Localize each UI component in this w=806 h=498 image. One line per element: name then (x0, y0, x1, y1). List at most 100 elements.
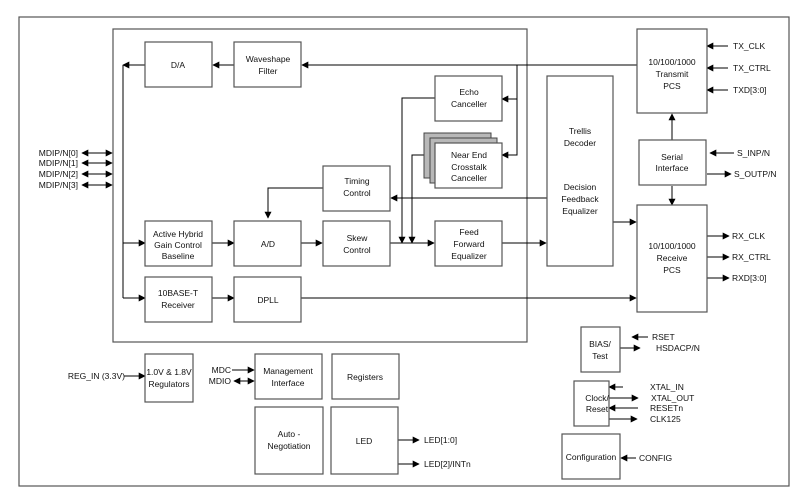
ffe-label-3: Equalizer (451, 251, 487, 261)
block-10base-t[interactable]: 10BASE-T Receiver (144, 276, 213, 323)
autoneg-label-2: Negotiation (267, 441, 310, 451)
block-management-interface[interactable]: Management Interface (254, 353, 323, 400)
tenbase-label-1: 10BASE-T (158, 288, 198, 298)
chip-outline (18, 16, 790, 487)
signal-config: CONFIG (639, 453, 672, 463)
signal-mdi2: MDIP/N[2] (39, 169, 78, 179)
signal-s-inp: S_INP/N (737, 148, 770, 158)
signal-mdc: MDC (212, 365, 231, 375)
tx-pcs-label-2: Transmit (656, 69, 689, 79)
rx-pcs-label-1: 10/100/1000 (648, 241, 696, 251)
signal-tx-clk: TX_CLK (733, 41, 765, 51)
waveshape-label-1: Waveshape (246, 54, 291, 64)
ffe-label-2: Forward (453, 239, 484, 249)
block-waveshape-filter[interactable]: Waveshape Filter (233, 41, 302, 88)
rx-pcs-label-3: PCS (663, 265, 681, 275)
config-label: Configuration (566, 452, 617, 462)
mgmt-label-1: Management (263, 366, 313, 376)
autoneg-label-1: Auto - (278, 429, 301, 439)
signal-xtal-out: XTAL_OUT (651, 393, 694, 403)
signal-rset: RSET (652, 332, 675, 342)
next-label-1: Near End (451, 150, 487, 160)
block-da[interactable]: D/A (144, 41, 213, 88)
signal-txd: TXD[3:0] (733, 85, 767, 95)
registers-label: Registers (347, 372, 383, 382)
signal-reg-in: REG_IN (3.3V) (68, 371, 125, 381)
block-regulators[interactable]: 1.0V & 1.8V Regulators (144, 353, 194, 403)
mgmt-label-2: Interface (271, 378, 304, 388)
skew-label-1: Skew (347, 233, 369, 243)
clock-label-2: Reset (586, 404, 609, 414)
rx-pcs-label-2: Receive (657, 253, 688, 263)
block-timing-control[interactable]: Timing Control (322, 165, 391, 212)
next-label-2: Crosstalk (451, 162, 487, 172)
clock-label-1: Clock/ (585, 393, 609, 403)
signal-resetn: RESETn (650, 403, 683, 413)
signal-led2-intn: LED[2]/INTn (424, 459, 471, 469)
signal-hsdacp: HSDACP/N (656, 343, 700, 353)
signal-tx-ctrl: TX_CTRL (733, 63, 771, 73)
block-next-canceller[interactable]: Near End Crosstalk Canceller (423, 132, 503, 189)
regulators-label-2: Regulators (148, 379, 189, 389)
signal-rxd: RXD[3:0] (732, 273, 767, 283)
bias-label-2: Test (592, 351, 608, 361)
block-clock-reset[interactable]: Clock/ Reset (573, 380, 610, 427)
block-dpll[interactable]: DPLL (233, 276, 302, 323)
tx-pcs-label-1: 10/100/1000 (648, 57, 696, 67)
next-label-3: Canceller (451, 173, 487, 183)
echo-label-2: Canceller (451, 99, 487, 109)
block-led[interactable]: LED (330, 406, 399, 475)
block-active-hybrid[interactable]: Active Hybrid Gain Control Baseline (144, 220, 213, 267)
dpll-label: DPLL (257, 295, 279, 305)
skew-label-2: Control (343, 245, 371, 255)
serial-label-2: Interface (655, 163, 688, 173)
timing-label-2: Control (343, 188, 371, 198)
ffe-label-1: Feed (459, 227, 479, 237)
led-label: LED (356, 436, 373, 446)
trellis-label-6: Equalizer (562, 206, 598, 216)
ad-label: A/D (261, 239, 275, 249)
echo-label-1: Echo (459, 87, 479, 97)
block-ad[interactable]: A/D (233, 220, 302, 267)
signal-xtal-in: XTAL_IN (650, 382, 684, 392)
signal-mdio: MDIO (209, 376, 232, 386)
block-bias-test[interactable]: BIAS/ Test (580, 326, 621, 373)
block-rx-pcs[interactable]: 10/100/1000 Receive PCS (636, 204, 708, 313)
signal-clk125: CLK125 (650, 414, 681, 424)
block-serial-interface[interactable]: Serial Interface (638, 139, 707, 186)
serial-label-1: Serial (661, 152, 683, 162)
signal-rx-clk: RX_CLK (732, 231, 765, 241)
trellis-label-5: Feedback (561, 194, 599, 204)
hybrid-label-2: Gain Control (154, 240, 202, 250)
block-configuration[interactable]: Configuration (561, 433, 621, 480)
signal-s-outp: S_OUTP/N (734, 169, 777, 179)
tenbase-label-2: Receiver (161, 300, 195, 310)
analog-dsp-region (112, 28, 528, 343)
block-ffe[interactable]: Feed Forward Equalizer (434, 220, 503, 267)
hybrid-label-3: Baseline (162, 251, 195, 261)
signal-labels: MDIP/N[0] MDIP/N[1] MDIP/N[2] MDIP/N[3] … (39, 41, 777, 469)
signal-mdi3: MDIP/N[3] (39, 180, 78, 190)
block-da-label: D/A (171, 60, 186, 70)
waveshape-label-2: Filter (259, 66, 278, 76)
signal-mdi0: MDIP/N[0] (39, 148, 78, 158)
block-echo-canceller[interactable]: Echo Canceller (434, 75, 503, 122)
trellis-label-2: Decoder (564, 138, 596, 148)
timing-label-1: Timing (344, 176, 369, 186)
block-trellis-dfe[interactable]: Trellis Decoder Decision Feedback Equali… (546, 75, 614, 267)
signal-rx-ctrl: RX_CTRL (732, 252, 771, 262)
block-skew-control[interactable]: Skew Control (322, 220, 391, 267)
connections (81, 42, 734, 468)
regulators-label-1: 1.0V & 1.8V (146, 367, 192, 377)
block-auto-negotiation[interactable]: Auto - Negotiation (254, 406, 324, 475)
block-registers[interactable]: Registers (331, 353, 400, 400)
hybrid-label-1: Active Hybrid (153, 229, 203, 239)
signal-mdi1: MDIP/N[1] (39, 158, 78, 168)
tx-pcs-label-3: PCS (663, 81, 681, 91)
signal-led10: LED[1:0] (424, 435, 457, 445)
block-tx-pcs[interactable]: 10/100/1000 Transmit PCS (636, 28, 708, 114)
bias-label-1: BIAS/ (589, 339, 611, 349)
trellis-label-1: Trellis (569, 126, 591, 136)
trellis-label-4: Decision (564, 182, 597, 192)
